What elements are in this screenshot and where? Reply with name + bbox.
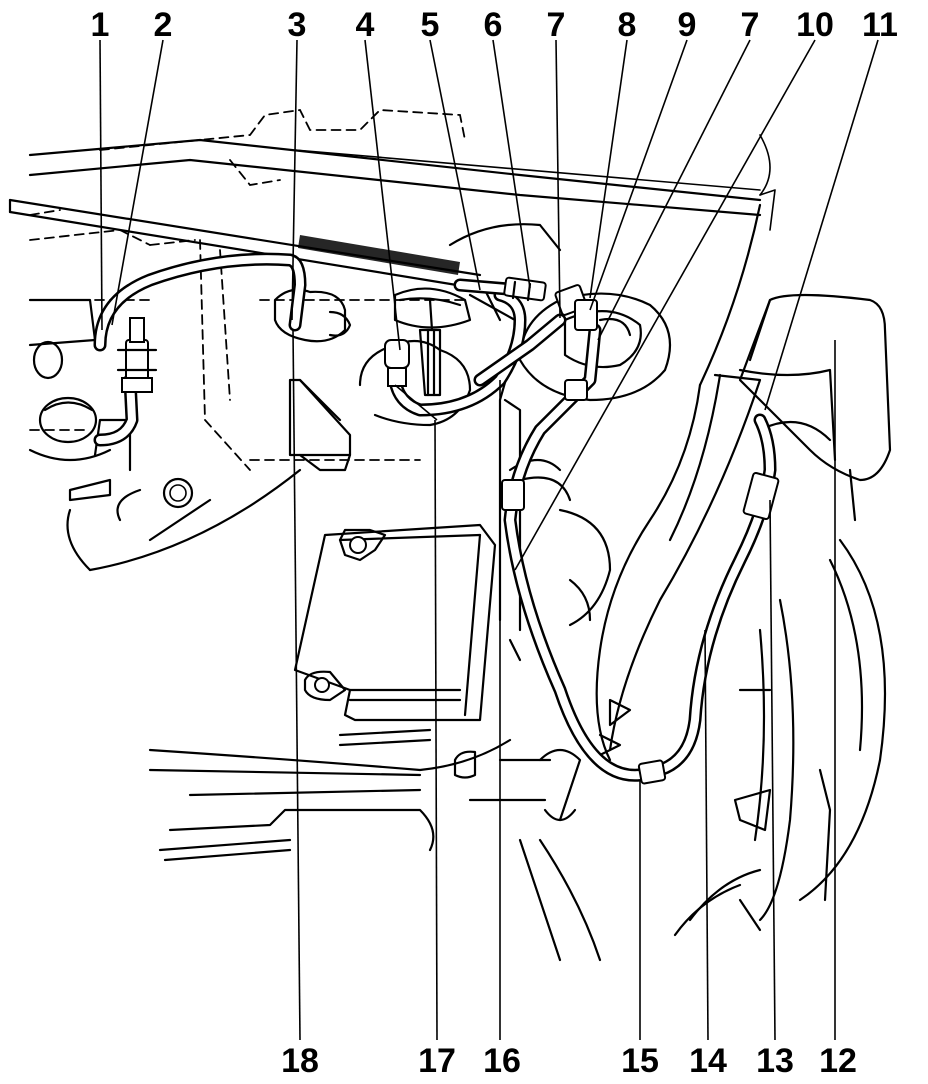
callout-16: 16 [483,1042,521,1080]
callout-11: 11 [862,6,898,44]
callout-6: 6 [484,6,503,44]
callout-12: 12 [819,1042,857,1080]
callout-17: 17 [418,1042,456,1080]
callout-8: 8 [618,6,637,44]
callout-13: 13 [756,1042,794,1080]
callout-5: 5 [421,6,440,44]
callout-9: 9 [678,6,697,44]
callout-15: 15 [621,1042,659,1080]
callout-labels: 1 2 3 4 5 6 7 8 9 7 10 11 18 17 16 15 14… [91,6,898,1080]
vacuum-hoses [93,252,780,785]
callout-2: 2 [154,6,173,44]
callout-1: 1 [91,6,110,44]
callout-7b: 7 [741,6,760,44]
callout-18: 18 [281,1042,319,1080]
leader-lines [99,39,879,1041]
callout-14: 14 [689,1042,727,1080]
callout-10: 10 [796,6,834,44]
callout-7a: 7 [547,6,566,44]
callout-3: 3 [288,6,307,44]
callout-4: 4 [356,6,375,44]
